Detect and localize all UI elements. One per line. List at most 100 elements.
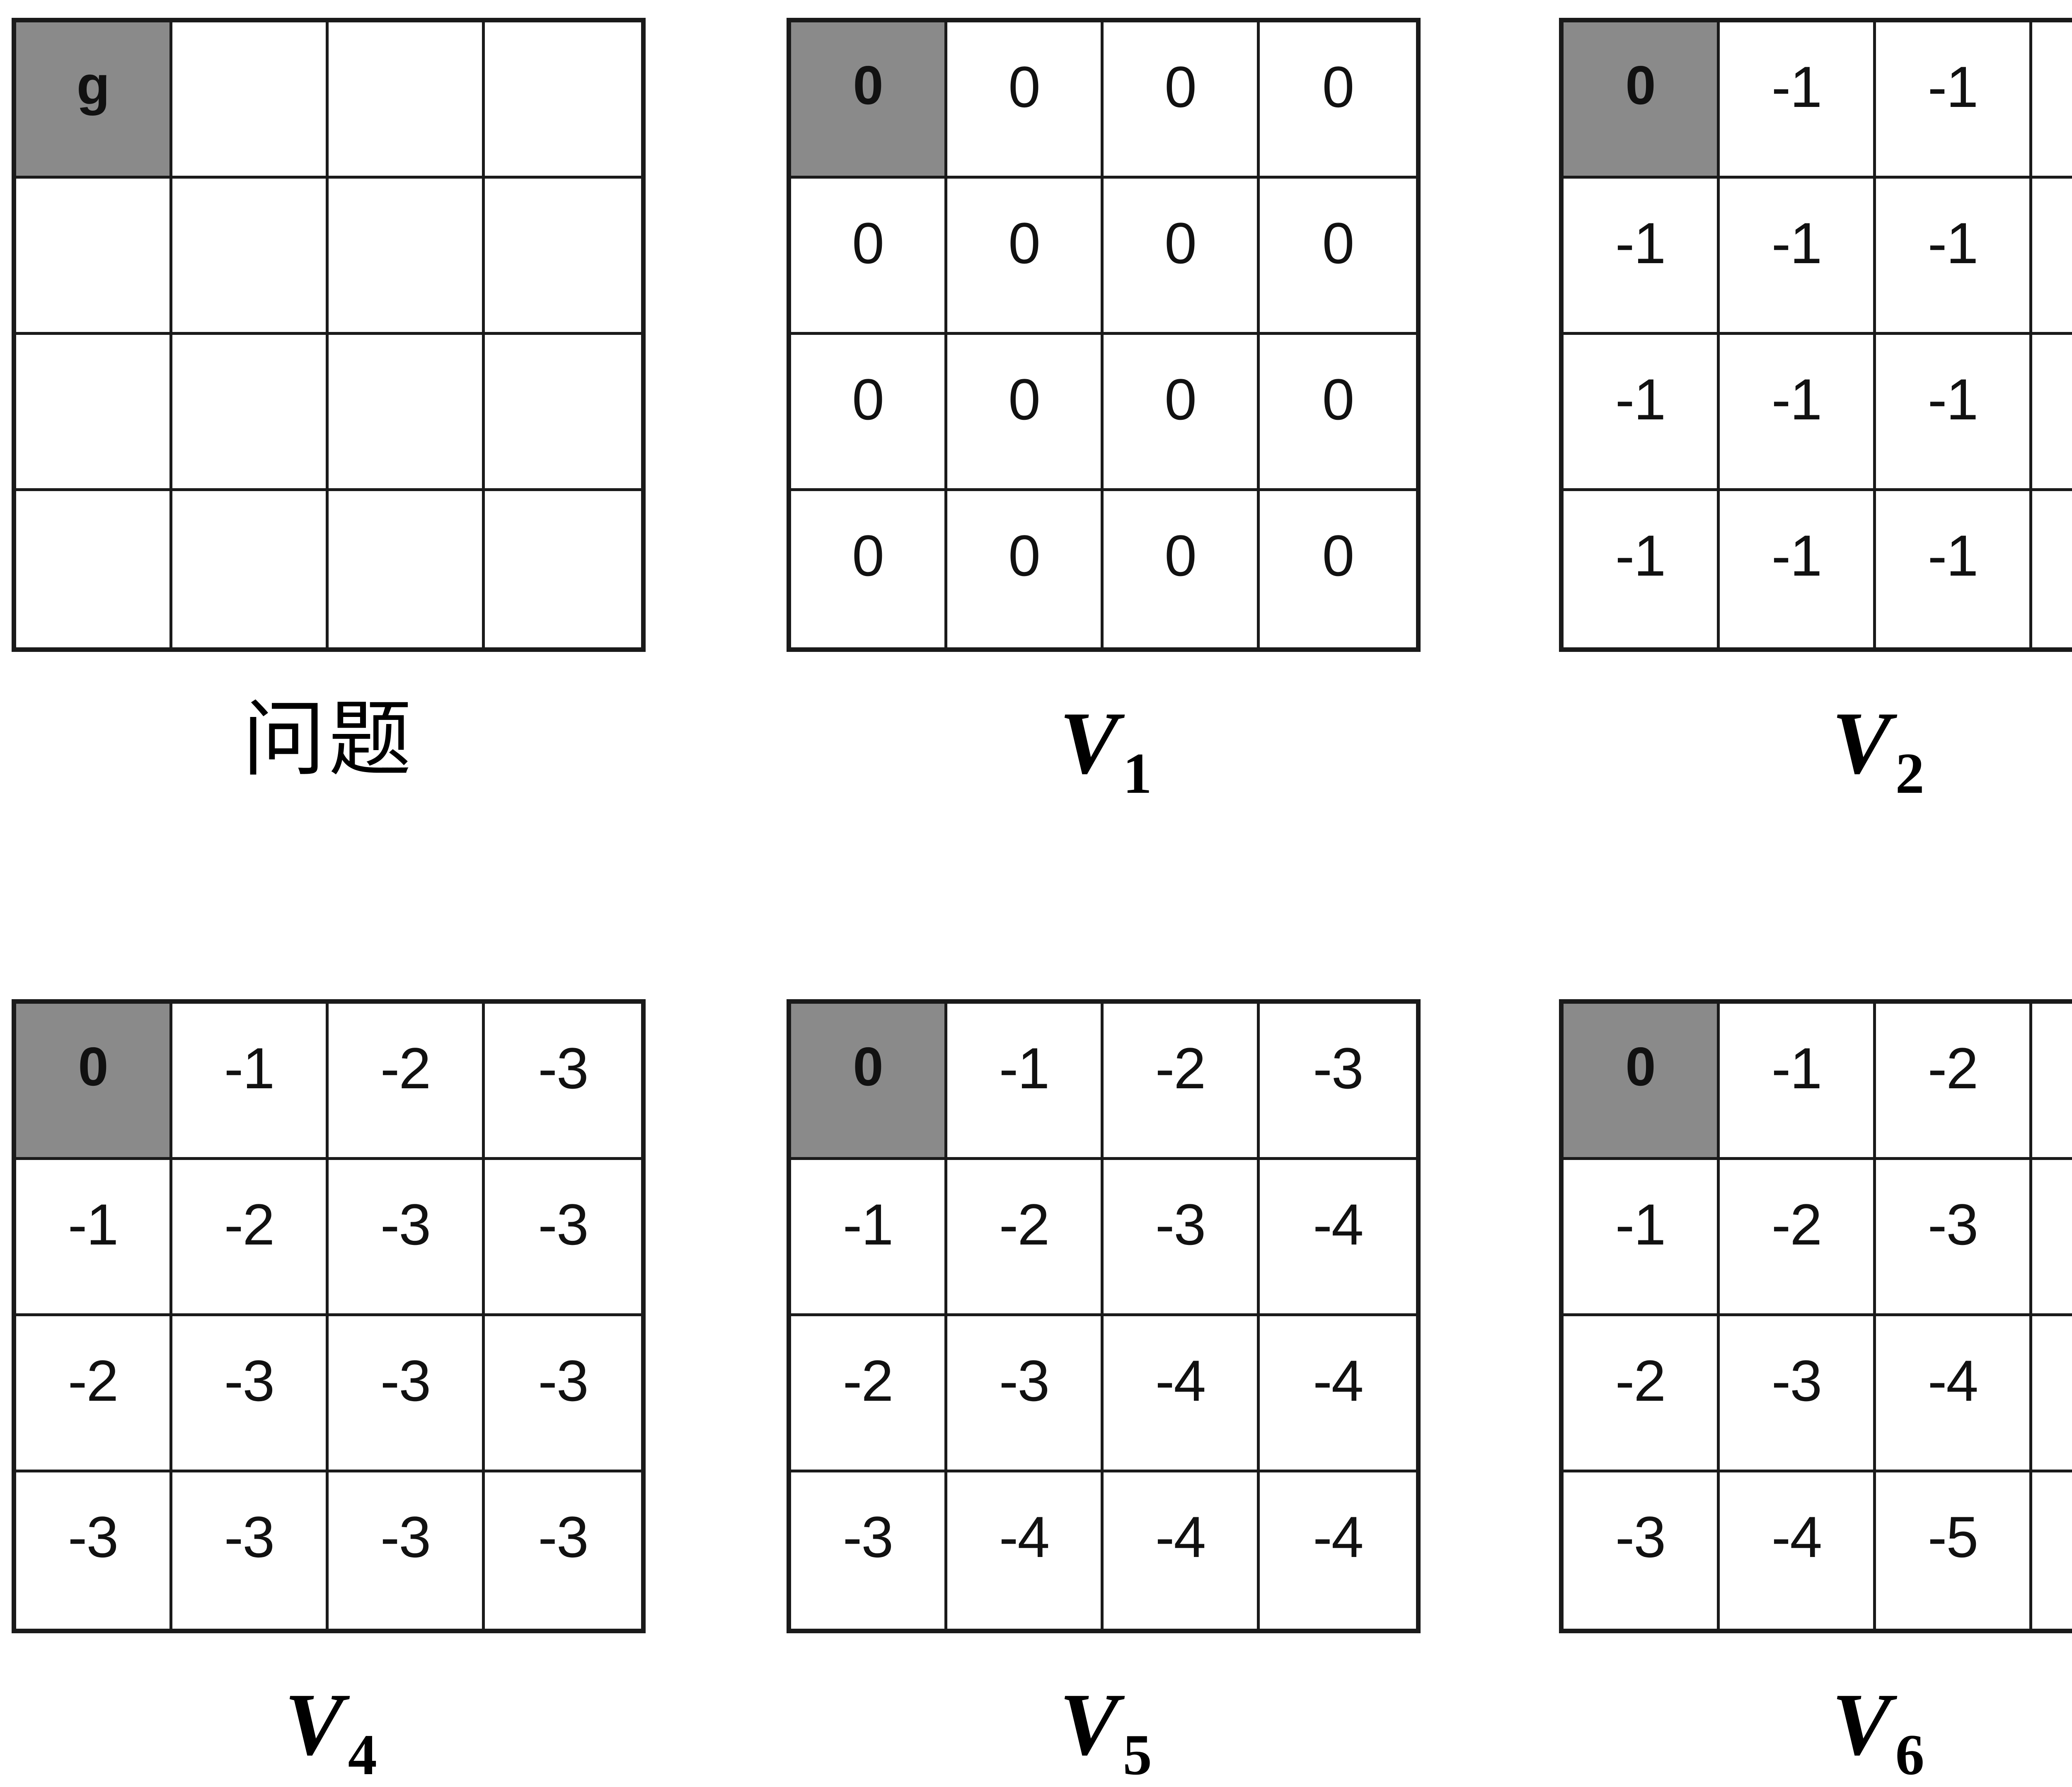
grid-cell xyxy=(172,491,329,647)
grid-cell: -4 xyxy=(1260,1472,1416,1629)
figure-caption-V2: V2 xyxy=(1559,698,2072,803)
cell-value: -1 xyxy=(1771,211,1822,276)
grid-cell: -3 xyxy=(1104,1160,1260,1316)
cell-value: -2 xyxy=(1155,1036,1206,1101)
cell-value: -3 xyxy=(538,1504,588,1569)
cell-value: 0 xyxy=(852,211,884,276)
grid-cell: -3 xyxy=(2032,1004,2072,1160)
grid-V5: 0-1-2-3-1-2-3-4-2-3-4-4-3-4-4-4 xyxy=(787,999,1421,1633)
cell-value: -3 xyxy=(224,1348,275,1413)
grid-cell: -4 xyxy=(1720,1472,1876,1629)
grid-cell: -1 xyxy=(1720,22,1876,179)
figure-caption-V1: V1 xyxy=(787,698,1421,803)
grid-cell: -2 xyxy=(1104,1004,1260,1160)
cell-value: 0 xyxy=(1164,211,1197,276)
grid-cell xyxy=(172,179,329,335)
cell-value: 0 xyxy=(1164,54,1197,119)
grid-cell: 0 xyxy=(791,491,947,647)
cell-value: -2 xyxy=(1771,1192,1822,1257)
grid-cell: 0 xyxy=(947,491,1104,647)
grid-cell: -1 xyxy=(1720,335,1876,491)
grid-cell: -2 xyxy=(1876,1004,2032,1160)
figure-caption-V4: V4 xyxy=(12,1680,646,1784)
figure-caption-V5: V5 xyxy=(787,1680,1421,1784)
caption-subscript: 6 xyxy=(1895,1723,1924,1787)
cell-value: -3 xyxy=(68,1504,119,1569)
grid-cell xyxy=(329,179,485,335)
grid-cell: -5 xyxy=(2032,1472,2072,1629)
cell-value: 0 xyxy=(853,1036,883,1097)
figure-caption-problem: 问题 xyxy=(12,698,646,802)
grid-cell: -1 xyxy=(1720,491,1876,647)
cell-value: -4 xyxy=(1771,1504,1822,1569)
grid-cell: -3 xyxy=(16,1472,172,1629)
caption-subscript: 1 xyxy=(1123,741,1152,806)
cell-value: -1 xyxy=(1927,54,1978,119)
cell-value: -4 xyxy=(999,1504,1050,1569)
cell-value: -3 xyxy=(1155,1192,1206,1257)
grid-cell: -3 xyxy=(1876,1160,2032,1316)
cell-value: -2 xyxy=(224,1192,275,1257)
grid-cell-shaded: 0 xyxy=(1564,22,1720,179)
grid-cell-shaded: 0 xyxy=(16,1004,172,1160)
cell-value: -3 xyxy=(1927,1192,1978,1257)
grid-cell: -4 xyxy=(2032,1160,2072,1316)
cell-value: -1 xyxy=(68,1192,119,1257)
grid-cell: -4 xyxy=(1876,1316,2032,1472)
grid-cell: 0 xyxy=(1260,335,1416,491)
grid-cell: -5 xyxy=(1876,1472,2032,1629)
cell-value: -2 xyxy=(380,1036,431,1101)
cell-value: -4 xyxy=(1155,1504,1206,1569)
grid-cell xyxy=(16,491,172,647)
cell-value: -1 xyxy=(1771,1036,1822,1101)
grid-cell: -1 xyxy=(791,1160,947,1316)
cell-value: -3 xyxy=(999,1348,1050,1413)
grid-cell: -3 xyxy=(329,1472,485,1629)
grid-cell: -2 xyxy=(16,1316,172,1472)
cell-value: -3 xyxy=(380,1504,431,1569)
grid-cell: -1 xyxy=(1876,179,2032,335)
caption-subscript: 4 xyxy=(348,1723,377,1787)
grid-cell: -4 xyxy=(1260,1316,1416,1472)
cell-value: -1 xyxy=(999,1036,1050,1101)
grid-cell: -1 xyxy=(1876,335,2032,491)
grid-cell: -3 xyxy=(329,1160,485,1316)
grid-cell-shaded: 0 xyxy=(791,22,947,179)
cell-value: -1 xyxy=(1615,1192,1666,1257)
cell-value: 0 xyxy=(1322,367,1355,432)
cell-value: -4 xyxy=(1313,1192,1363,1257)
grid-cell: -1 xyxy=(1564,179,1720,335)
grid-cell: 0 xyxy=(1104,179,1260,335)
cell-value: 0 xyxy=(1322,523,1355,588)
grid-cell: -3 xyxy=(1720,1316,1876,1472)
grid-cell: -1 xyxy=(1876,491,2032,647)
cell-value: -3 xyxy=(224,1504,275,1569)
grid-cell: 0 xyxy=(1260,491,1416,647)
grid-cell xyxy=(485,335,641,491)
cell-value: -1 xyxy=(1771,523,1822,588)
cell-value: -1 xyxy=(1927,523,1978,588)
grid-cell-shaded: 0 xyxy=(791,1004,947,1160)
cell-value: -1 xyxy=(1927,211,1978,276)
cell-value: -3 xyxy=(1615,1504,1666,1569)
cell-value: -2 xyxy=(1615,1348,1666,1413)
grid-V4: 0-1-2-3-1-2-3-3-2-3-3-3-3-3-3-3 xyxy=(12,999,646,1633)
cell-value: 0 xyxy=(1164,523,1197,588)
caption-symbol: V xyxy=(1832,1675,1891,1774)
cell-value: 0 xyxy=(1008,367,1041,432)
grid-cell: -3 xyxy=(485,1472,641,1629)
cell-value: -4 xyxy=(1927,1348,1978,1413)
cell-value: -1 xyxy=(1615,523,1666,588)
caption-math: V6 xyxy=(1832,1680,1924,1784)
caption-symbol: V xyxy=(284,1675,344,1774)
grid-cell: -1 xyxy=(172,1004,329,1160)
cell-value: 0 xyxy=(1322,54,1355,119)
grid-cell xyxy=(172,335,329,491)
grid-cell: 0 xyxy=(1104,22,1260,179)
grid-cell xyxy=(485,22,641,179)
grid-cell: -1 xyxy=(1876,22,2032,179)
caption-symbol: V xyxy=(1059,693,1119,792)
